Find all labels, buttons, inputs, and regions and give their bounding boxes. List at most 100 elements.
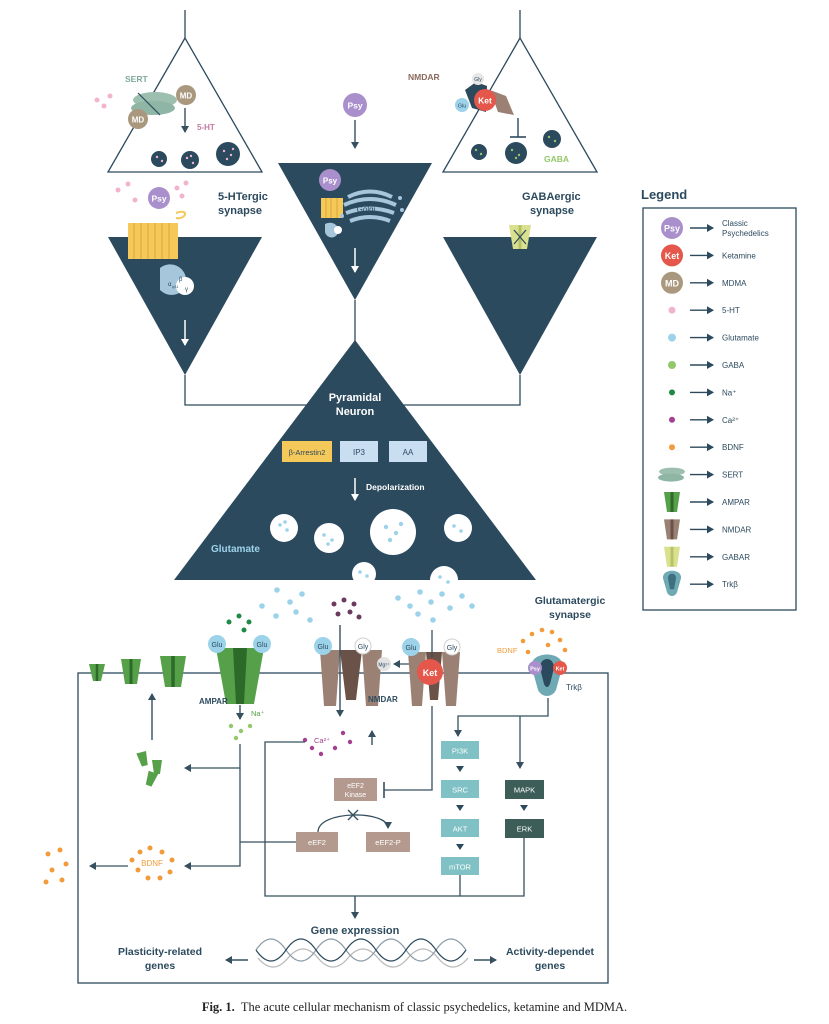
eef2-kinase-label-line1: eEF2 bbox=[347, 783, 364, 790]
glu-label: Glu bbox=[406, 645, 417, 652]
gene-expression-label: Gene expression bbox=[311, 925, 400, 937]
gq-sub-label: q/11 bbox=[172, 285, 179, 289]
beta-arrestin2-label: β-Arrestin2 bbox=[289, 448, 326, 457]
ip3-box bbox=[340, 441, 378, 462]
md-icon bbox=[176, 85, 196, 105]
sert-label: SERT bbox=[125, 74, 148, 84]
sert-icon bbox=[658, 467, 685, 482]
gabaergic-label-line2: synapse bbox=[530, 205, 574, 217]
md-icon bbox=[128, 109, 148, 129]
legend-row: AMPAR bbox=[664, 492, 750, 512]
postsynaptic-gaba-dendrite bbox=[443, 225, 597, 375]
glu-label: Glu bbox=[458, 104, 467, 110]
legend-label: 5-HT bbox=[722, 306, 740, 315]
presynaptic-5ht-terminal: SERT MD MD 5-HT bbox=[94, 10, 264, 173]
bdnf-cluster bbox=[129, 845, 175, 881]
ket-icon: Ket bbox=[661, 244, 683, 267]
ampar-internal-icon bbox=[136, 750, 162, 787]
legend-label: SERT bbox=[722, 471, 743, 480]
gabar-icon bbox=[664, 546, 680, 567]
ip3-label: IP3 bbox=[353, 448, 366, 457]
nmdar-label: NMDAR bbox=[408, 72, 440, 82]
plasticity-genes-line2: genes bbox=[145, 960, 176, 972]
gq-beta-label: β bbox=[179, 277, 183, 283]
glu-label: Glu bbox=[318, 644, 329, 651]
golgi-label: Golgi bbox=[357, 205, 376, 214]
legend-title: Legend bbox=[641, 187, 687, 202]
ket-label: Ket bbox=[556, 667, 565, 673]
eef2-kinase-box bbox=[334, 778, 377, 801]
ket-label: Ket bbox=[423, 668, 438, 678]
golgi-icon bbox=[340, 189, 404, 223]
nmdar-ket-icon: Glu Gly Ket bbox=[402, 638, 461, 706]
trkb-label: Trkβ bbox=[566, 683, 582, 692]
legend-label: MDMA bbox=[722, 279, 747, 288]
legend-row: Na⁺ bbox=[669, 388, 736, 397]
eef2-box bbox=[296, 832, 338, 852]
pyramidal-title-line2: Neuron bbox=[336, 406, 375, 418]
5ht2a-receptor-icon bbox=[128, 223, 178, 259]
nmdar-release-dots bbox=[331, 597, 362, 620]
legend-label: Na⁺ bbox=[722, 388, 736, 397]
gaba-label: GABA bbox=[544, 154, 569, 164]
akt-box bbox=[441, 819, 479, 837]
legend-label: Trkβ bbox=[722, 580, 738, 589]
gq-gamma-label: γ bbox=[185, 287, 188, 293]
psy-label: Psy bbox=[151, 194, 166, 204]
legend-label: GABAR bbox=[722, 553, 750, 562]
eef2-label: eEF2 bbox=[308, 838, 326, 847]
bdnf-release-dots bbox=[520, 627, 568, 655]
glutamate-vesicles bbox=[270, 509, 472, 594]
legend-label: GABA bbox=[722, 361, 745, 370]
beta-arrestin2-box bbox=[282, 441, 332, 462]
ket-label: Ket bbox=[478, 96, 492, 106]
ampar-release-dots bbox=[226, 613, 252, 633]
caption-text: The acute cellular mechanism of classic … bbox=[240, 1000, 628, 1014]
psy-icon: Psy bbox=[661, 217, 683, 239]
caption-label: Fig. 1. bbox=[201, 1000, 235, 1014]
legend-label: Glutamate bbox=[722, 334, 759, 343]
src-label: SRC bbox=[452, 786, 468, 795]
bdnf-cluster-label: BDNF bbox=[141, 859, 163, 868]
legend-row: NMDAR bbox=[664, 519, 752, 540]
glutamatergic-label-line2: synapse bbox=[549, 609, 591, 621]
5ht-release-dots bbox=[115, 180, 189, 203]
glutamate-label: Glutamate bbox=[211, 544, 260, 555]
legend-row: GABAR bbox=[664, 546, 750, 567]
legend-row: 5-HT bbox=[668, 306, 740, 315]
trkb-icon bbox=[662, 570, 682, 596]
bdnf-label: BDNF bbox=[497, 646, 518, 655]
mg-icon bbox=[377, 657, 391, 671]
gly-label: Gly bbox=[447, 645, 458, 652]
5ht2a-receptor-icon bbox=[321, 198, 343, 218]
legend-icon-label: MD bbox=[665, 278, 679, 288]
legend-label: Ketamine bbox=[722, 251, 756, 260]
psy-label: Psy bbox=[347, 101, 362, 111]
activity-genes-line1: Activity-dependet bbox=[506, 946, 595, 958]
gq-alpha-label: α bbox=[168, 282, 172, 288]
glu-label: Glu bbox=[257, 642, 268, 649]
glutamate-dot-icon bbox=[668, 333, 676, 342]
ampar-icon bbox=[664, 492, 680, 512]
ca-dot-icon bbox=[669, 416, 675, 423]
erk-label: ERK bbox=[517, 825, 532, 834]
src-box bbox=[441, 780, 479, 798]
psy-label: Psy bbox=[530, 667, 541, 673]
mtor-label: mTOR bbox=[449, 863, 472, 872]
pi3k-box bbox=[441, 741, 479, 759]
gly-label: Gly bbox=[358, 644, 369, 651]
aa-label: AA bbox=[403, 448, 414, 457]
legend-row: Ca²⁺ bbox=[669, 415, 739, 425]
5htergic-label-line1: 5-HTergic bbox=[218, 191, 268, 203]
mapk-label: MAPK bbox=[514, 786, 535, 795]
bdnf-dot-icon bbox=[669, 444, 675, 451]
psy-icon bbox=[148, 187, 170, 209]
mg-label: Mg²⁺ bbox=[378, 663, 390, 669]
ket-icon bbox=[417, 659, 443, 685]
psy-icon bbox=[343, 93, 367, 117]
na-dot-icon bbox=[669, 389, 675, 396]
gly-label: Gly bbox=[474, 77, 482, 83]
erk-box bbox=[505, 819, 544, 838]
